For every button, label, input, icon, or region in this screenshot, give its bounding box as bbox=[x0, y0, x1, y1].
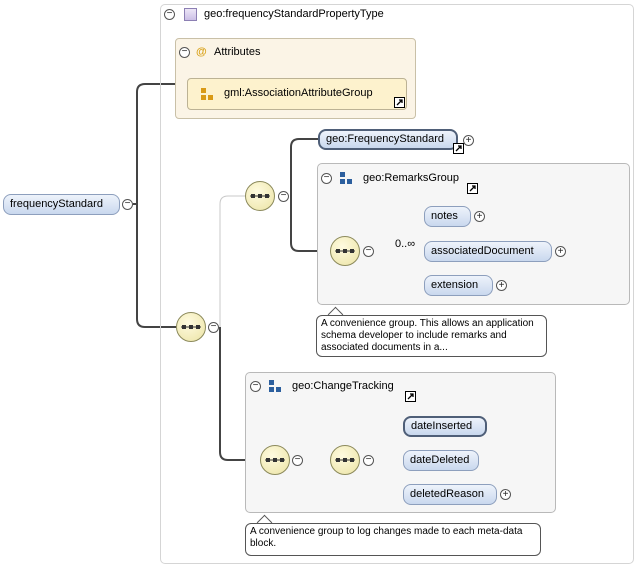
changetracking-outer-sequence-icon[interactable] bbox=[260, 445, 290, 475]
attribute-group-link-icon[interactable] bbox=[394, 97, 405, 108]
attribute-group-icon bbox=[200, 87, 214, 101]
choice-compositor-icon[interactable] bbox=[245, 181, 275, 211]
element-associatedDocument[interactable]: associatedDocument bbox=[424, 241, 552, 262]
change-tracking-group-icon bbox=[268, 379, 282, 393]
collapse-attributes-button[interactable]: − bbox=[179, 47, 190, 58]
complex-type-name: geo:frequencyStandardPropertyType bbox=[204, 8, 384, 20]
attribute-at-icon: @ bbox=[196, 46, 207, 58]
collapse-changetracking-inner-sequence-button[interactable]: − bbox=[363, 455, 374, 466]
expand-notes-button[interactable]: + bbox=[474, 211, 485, 222]
occurrence-label: 0..∞ bbox=[395, 238, 416, 250]
change-tracking-link-icon[interactable] bbox=[405, 391, 416, 402]
sequence-compositor-icon[interactable] bbox=[176, 312, 206, 342]
element-dateDeleted[interactable]: dateDeleted bbox=[403, 450, 479, 471]
complex-type-box bbox=[160, 4, 634, 564]
changetracking-inner-sequence-icon[interactable] bbox=[330, 445, 360, 475]
collapse-choice-button[interactable]: − bbox=[278, 191, 289, 202]
expand-associateddocument-button[interactable]: + bbox=[555, 246, 566, 257]
root-element-frequencyStandard[interactable]: frequencyStandard bbox=[3, 194, 120, 215]
attribute-group-name: gml:AssociationAttributeGroup bbox=[224, 87, 373, 99]
expand-deletedreason-button[interactable]: + bbox=[500, 489, 511, 500]
model-group-icon bbox=[339, 171, 353, 185]
collapse-remarks-sequence-button[interactable]: − bbox=[363, 246, 374, 257]
change-tracking-name: geo:ChangeTracking bbox=[292, 380, 394, 392]
collapse-changetracking-outer-sequence-button[interactable]: − bbox=[292, 455, 303, 466]
expand-extension-button[interactable]: + bbox=[496, 280, 507, 291]
collapse-sequence-button[interactable]: − bbox=[208, 322, 219, 333]
remarks-group-name: geo:RemarksGroup bbox=[363, 172, 459, 184]
changetracking-documentation-note: A convenience group to log changes made … bbox=[245, 523, 541, 556]
element-notes[interactable]: notes bbox=[424, 206, 471, 227]
element-dateInserted[interactable]: dateInserted bbox=[403, 416, 487, 437]
collapse-root-button[interactable]: − bbox=[122, 199, 133, 210]
collapse-changetracking-button[interactable]: − bbox=[250, 381, 261, 392]
frequencystandard-link-icon[interactable] bbox=[453, 143, 464, 154]
remarks-group-link-icon[interactable] bbox=[467, 183, 478, 194]
collapse-type-button[interactable]: − bbox=[164, 9, 175, 20]
remarks-sequence-icon[interactable] bbox=[330, 236, 360, 266]
complex-type-icon bbox=[184, 8, 197, 21]
collapse-remarksgroup-button[interactable]: − bbox=[321, 173, 332, 184]
attribute-group-box[interactable] bbox=[187, 78, 407, 110]
element-geo-FrequencyStandard[interactable]: geo:FrequencyStandard bbox=[318, 129, 458, 150]
expand-frequencystandard-button[interactable]: + bbox=[463, 135, 474, 146]
element-deletedReason[interactable]: deletedReason bbox=[403, 484, 497, 505]
remarks-documentation-note: A convenience group. This allows an appl… bbox=[316, 315, 547, 357]
element-extension[interactable]: extension bbox=[424, 275, 493, 296]
attributes-title: Attributes bbox=[214, 46, 261, 58]
